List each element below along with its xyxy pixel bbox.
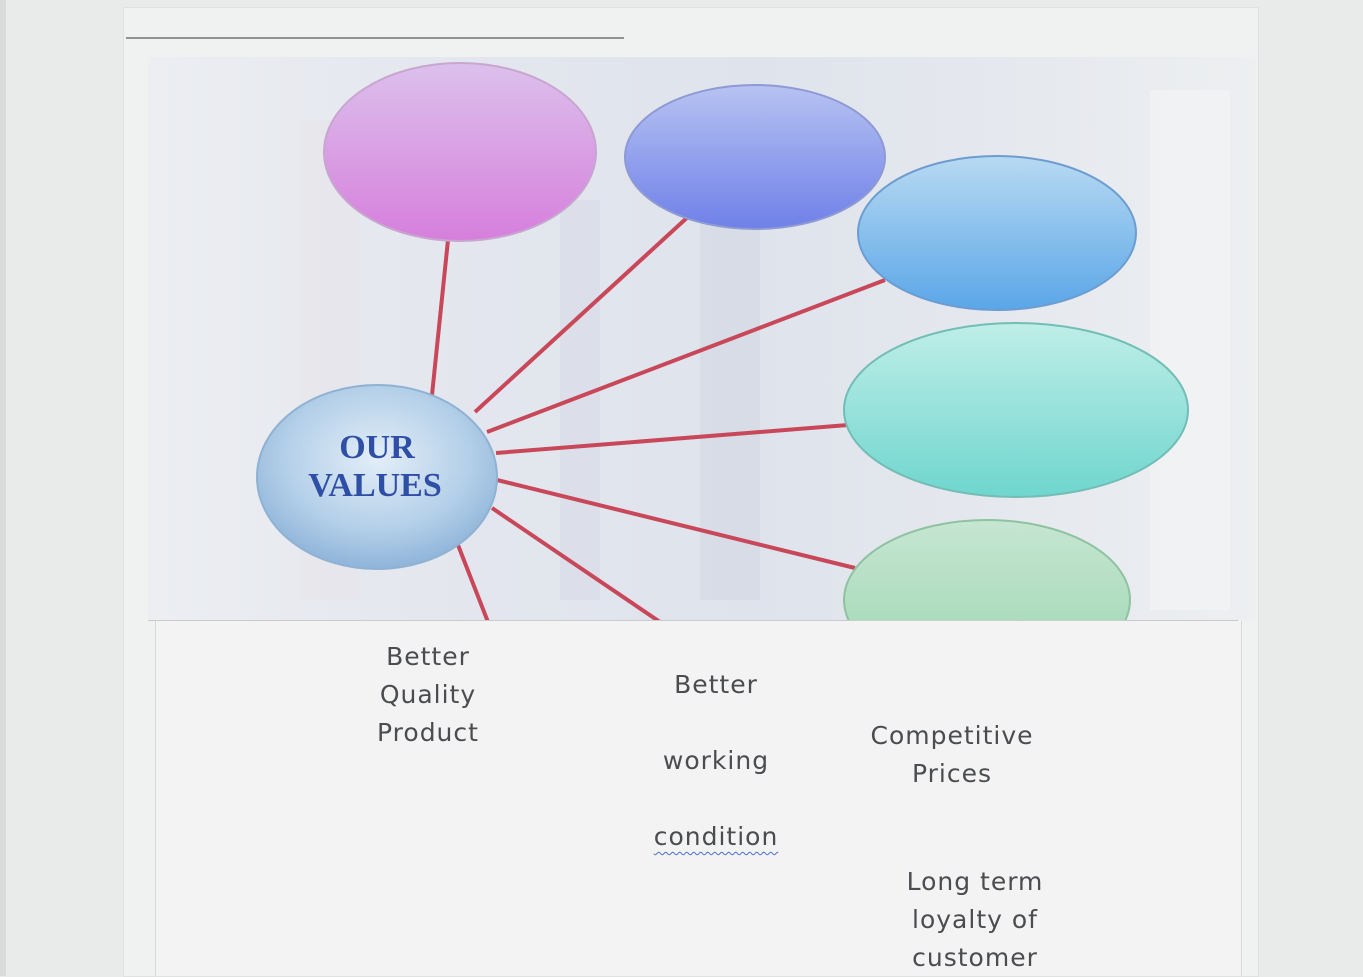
document-text-area: [155, 621, 1242, 976]
connector-line: [473, 213, 692, 414]
node-ellipse-blue: [857, 155, 1137, 311]
label-line: Better: [674, 670, 758, 699]
connector-lines: [430, 213, 886, 620]
node-ellipse-pink: [323, 62, 597, 242]
label-line-spellcheck: condition: [620, 818, 812, 856]
header-divider: [126, 37, 624, 39]
connector-line: [496, 478, 856, 570]
label-long-term-loyalty: Long term loyalty of customer: [906, 867, 1044, 972]
center-node-ellipse: [256, 384, 498, 570]
center-node-label-line2: VALUES: [308, 467, 442, 504]
connector-line: [490, 506, 661, 620]
spellcheck-word: condition: [653, 822, 779, 851]
label-better-working-condition: Better working condition: [620, 628, 812, 894]
connector-line: [430, 239, 450, 396]
connector-line: [456, 544, 490, 620]
node-ellipse-teal: [843, 322, 1189, 498]
connector-line: [495, 423, 849, 455]
center-node-label-line1: OUR: [339, 429, 415, 466]
label-line: working: [662, 746, 770, 775]
monitor-edge: [0, 0, 6, 976]
node-ellipse-violet: [624, 84, 886, 230]
image-bottom-edge: [148, 620, 1238, 621]
label-competitive-prices: Competitive Prices: [870, 721, 1034, 788]
label-better-quality-product: Better Quality Product: [377, 642, 479, 747]
node-ellipse-green: [843, 519, 1131, 620]
connector-line: [486, 278, 886, 434]
